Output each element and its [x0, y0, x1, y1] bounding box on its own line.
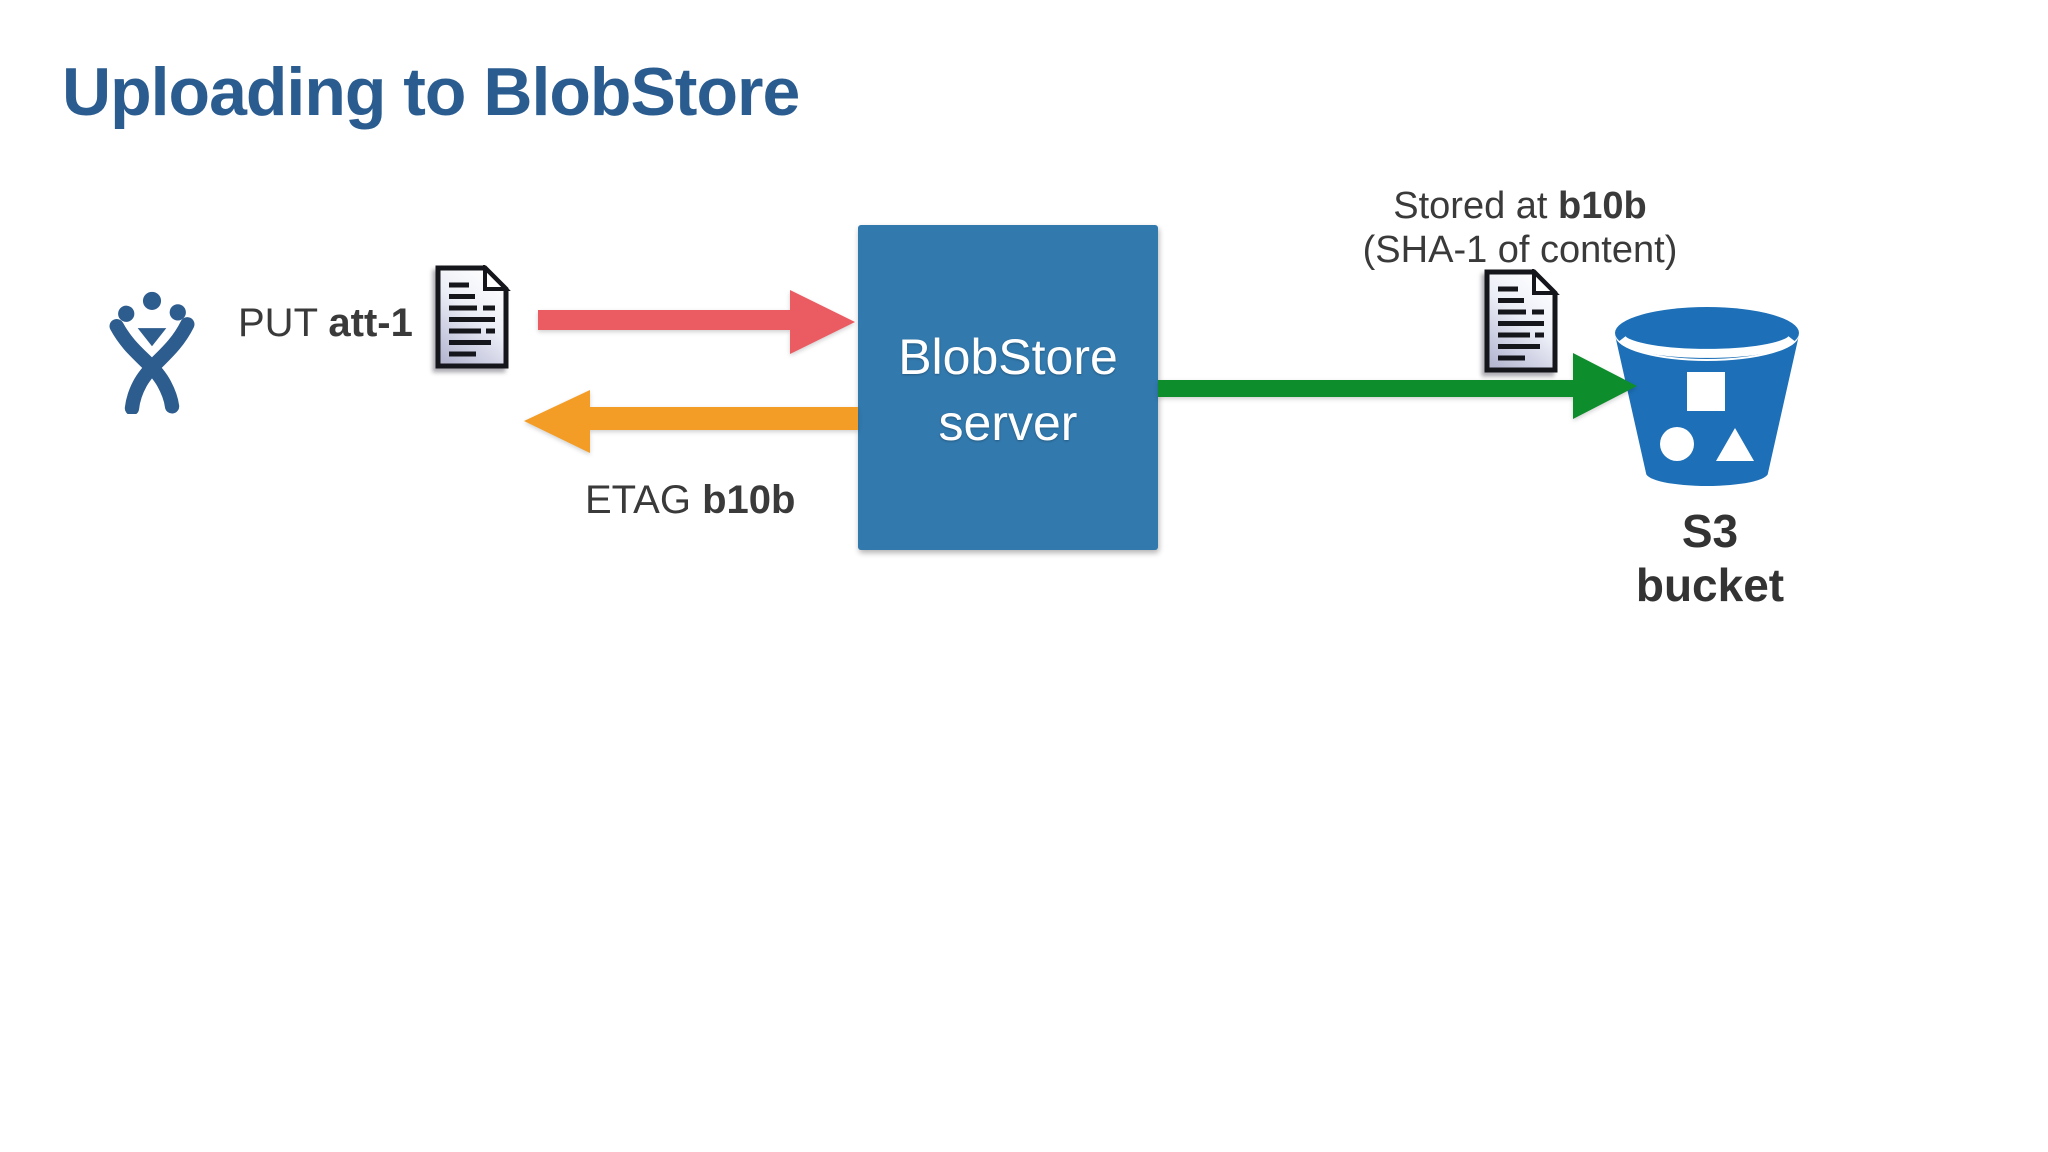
arrow-shape	[524, 390, 858, 453]
etag-response-label: ETAG b10b	[585, 477, 795, 523]
bucket-rim-stripe	[1618, 335, 1796, 358]
put-request-label: PUT att-1	[238, 300, 413, 346]
stored-text: Stored at	[1393, 185, 1559, 227]
server-name-line1: BlobStore	[898, 328, 1118, 385]
arrow-shape	[1158, 353, 1637, 419]
jira-person-icon	[109, 291, 195, 414]
stored-line1: Stored at b10b	[1340, 184, 1700, 228]
store-to-s3-arrow	[1158, 353, 1637, 419]
etag-keyword: ETAG	[585, 478, 703, 522]
bucket-triangle-shape	[1716, 428, 1754, 461]
s3-bucket-icon	[1615, 307, 1799, 486]
arrow-shape	[538, 290, 855, 354]
bucket-square-shape	[1687, 372, 1725, 411]
server-name-line2: server	[938, 394, 1078, 451]
etag-value: b10b	[702, 478, 796, 522]
put-method: PUT	[238, 301, 329, 345]
etag-response-arrow	[524, 390, 858, 453]
bucket-circle-shape	[1660, 427, 1694, 461]
stored-annotation: Stored at b10b (SHA-1 of content)	[1340, 184, 1700, 272]
stored-hash: b10b	[1558, 185, 1647, 227]
stored-line2: (SHA-1 of content)	[1362, 229, 1678, 271]
put-request-arrow	[538, 290, 855, 354]
page-title: Uploading to BlobStore	[62, 54, 800, 130]
put-attachment-id: att-1	[328, 301, 413, 345]
blobstore-server-node: BlobStore server	[858, 225, 1158, 550]
s3-bucket-label: S3 bucket	[1635, 505, 1785, 611]
document-icon	[433, 265, 511, 371]
